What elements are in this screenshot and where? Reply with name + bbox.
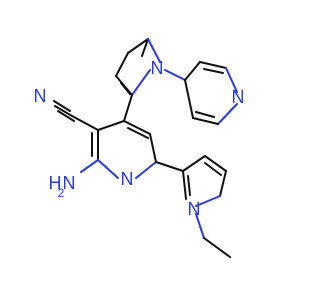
bond <box>199 61 227 69</box>
atom-h-amino: H <box>49 173 62 193</box>
molecule-diagram: N N N N N N H 2 <box>34 38 245 258</box>
bond <box>187 175 191 196</box>
bond <box>120 82 131 95</box>
pyridyl-ring <box>164 61 238 125</box>
bond <box>225 67 238 93</box>
bond <box>204 155 227 172</box>
bond <box>195 195 221 207</box>
atom-n-pyridyl: N <box>232 87 245 107</box>
amino-group <box>80 159 99 173</box>
bond <box>71 115 99 131</box>
bond <box>147 38 161 63</box>
bond <box>131 69 151 96</box>
atom-h-amino-subscript: 2 <box>58 186 65 200</box>
atom-n-central-pyridine: N <box>121 169 134 189</box>
atom-n-nitrile: N <box>34 86 47 106</box>
central-pyridine-ring <box>91 94 157 179</box>
bond <box>155 161 184 172</box>
bond <box>123 120 151 135</box>
lower-pyrrole-ring <box>155 155 231 258</box>
bond <box>127 38 149 54</box>
bond <box>123 94 133 122</box>
bond <box>97 159 119 179</box>
bond <box>135 161 157 179</box>
bond <box>182 155 206 172</box>
bond <box>115 52 129 77</box>
bond <box>57 110 75 122</box>
bond <box>149 133 157 163</box>
bond <box>184 79 194 119</box>
atom-n-upper-pyrrole: N <box>151 58 164 78</box>
bond <box>97 120 125 131</box>
bond <box>127 127 149 139</box>
upper-pyrrole-ring <box>115 38 161 96</box>
bond <box>195 213 205 239</box>
bond <box>217 103 238 125</box>
bond <box>192 117 219 125</box>
bond <box>80 159 99 173</box>
atom-n-lower-pyrrole: N <box>188 199 201 219</box>
bond <box>164 69 186 81</box>
bond <box>219 170 227 197</box>
nitrile-group <box>53 100 99 131</box>
bond <box>182 170 187 200</box>
bond <box>203 68 224 74</box>
bond <box>141 38 149 57</box>
bond <box>53 100 71 112</box>
bond <box>195 111 215 118</box>
chemical-structure-canvas: N N N N N N H 2 <box>33 38 245 258</box>
bond <box>184 61 201 81</box>
atom-n-amino: N <box>63 173 76 193</box>
bond <box>204 162 222 176</box>
bond <box>203 237 231 258</box>
bond <box>54 105 73 117</box>
